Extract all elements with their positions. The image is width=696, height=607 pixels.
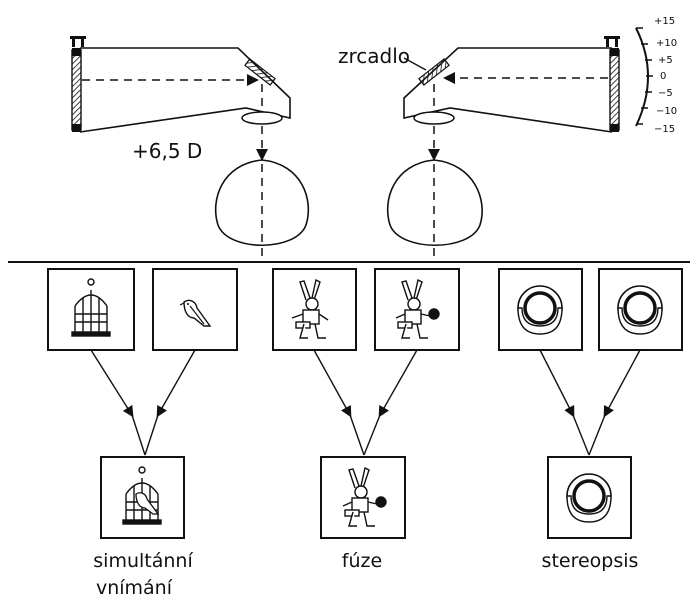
scale-tick: −15 <box>654 124 675 135</box>
left-mirror <box>244 58 276 86</box>
left-tube <box>70 36 310 256</box>
slide-birdcage <box>47 268 135 351</box>
right-mirror <box>418 58 450 86</box>
slide-rabbit-ball <box>374 268 460 351</box>
stereo-rings-icon <box>617 285 663 335</box>
rabbit-with-ball-icon <box>342 466 387 527</box>
left-lens <box>241 111 283 125</box>
slide-rings-left <box>498 268 583 351</box>
rabbit-with-ball-icon <box>395 278 440 339</box>
scale-tick: +15 <box>654 16 675 27</box>
scale-tick: +10 <box>656 38 677 49</box>
result-rabbit-ball <box>320 456 406 539</box>
scale-tick: +5 <box>658 55 673 66</box>
bird-icon <box>179 299 212 327</box>
right-eye <box>386 159 483 247</box>
result-stereo-rings <box>547 456 632 539</box>
caption-fusion: fúze <box>342 550 382 572</box>
birdcage-icon <box>71 278 111 337</box>
left-eye <box>214 159 310 247</box>
scale-tick: −5 <box>658 88 673 99</box>
slide-bird <box>152 268 238 351</box>
rabbit-icon <box>291 278 329 339</box>
lens-power-label: +6,5 D <box>132 139 202 163</box>
scale-tick: −10 <box>656 106 677 117</box>
right-tube <box>386 36 620 256</box>
scale-tick: 0 <box>660 71 666 82</box>
angle-scale: +15 +10 +5 0 −5 −10 −15 <box>635 16 677 135</box>
right-lens <box>413 111 455 125</box>
caption-simultaneous-line2: vnímání <box>96 577 173 599</box>
mirror-label: zrcadlo <box>338 44 410 68</box>
caption-simultaneous-line1: simultánní <box>93 550 193 572</box>
converging-arrows <box>90 349 641 456</box>
result-bird-in-cage <box>100 456 185 539</box>
stereo-rings-icon <box>517 285 563 335</box>
slide-rabbit <box>272 268 357 351</box>
slide-rings-right <box>598 268 683 351</box>
stereo-rings-icon <box>566 473 612 523</box>
caption-stereopsis: stereopsis <box>542 550 639 572</box>
bird-in-cage-icon <box>122 466 162 525</box>
